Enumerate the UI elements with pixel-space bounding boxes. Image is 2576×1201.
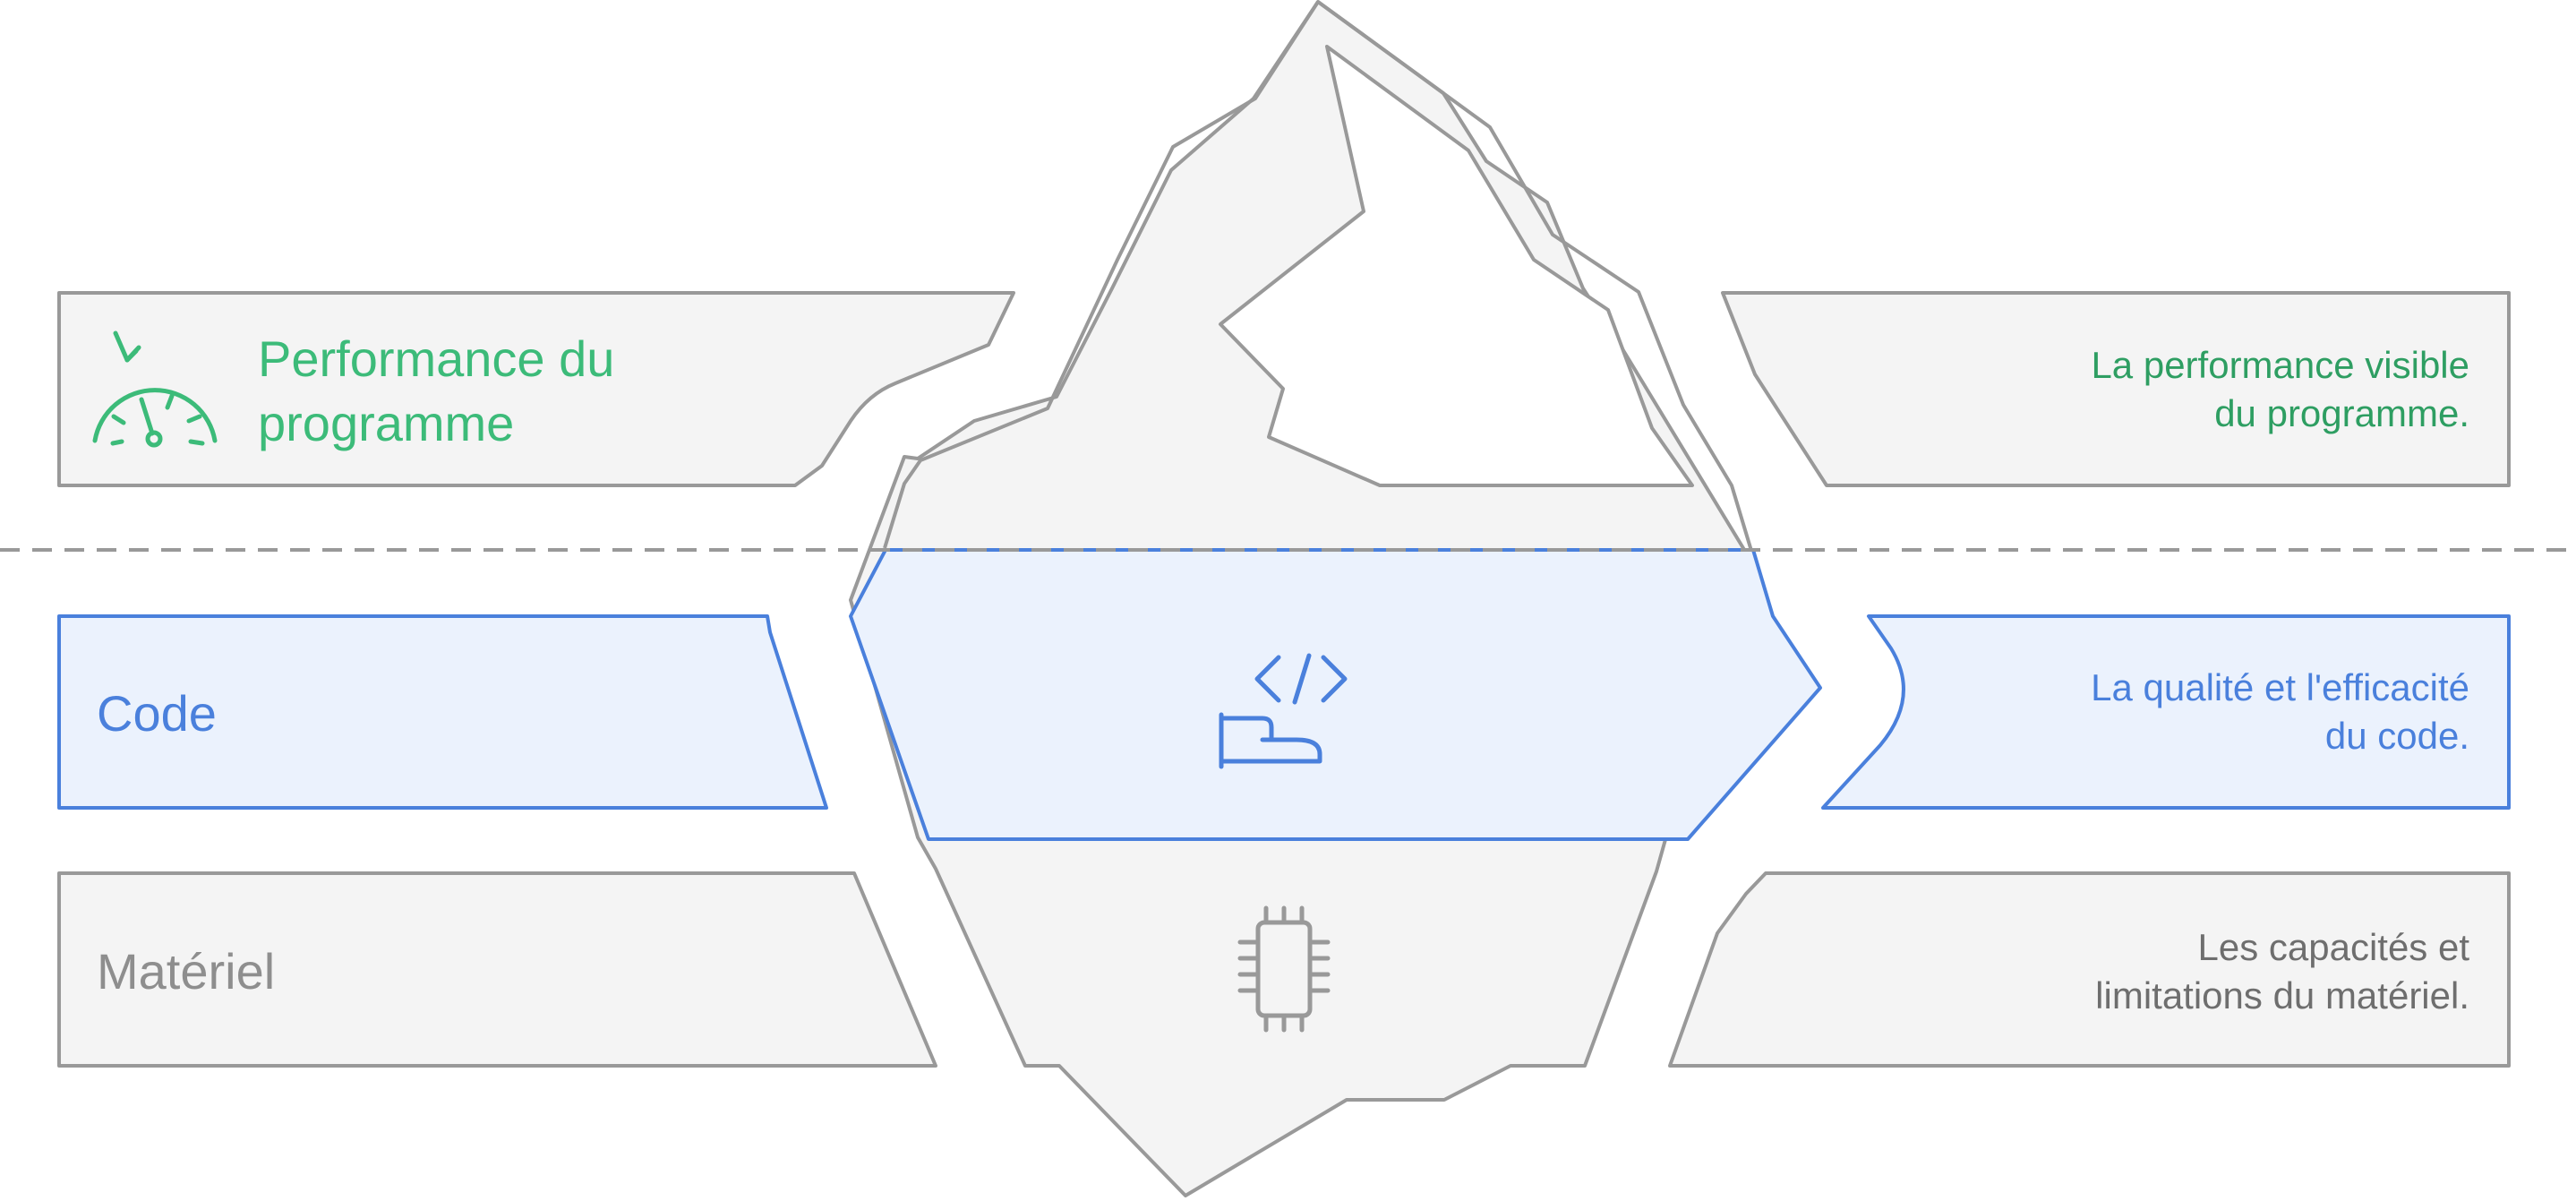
performance-title-line-1: Performance du — [258, 330, 614, 387]
performance-title-line-2: programme — [258, 395, 514, 451]
performance-description-line-1: La performance visible — [2091, 344, 2469, 386]
code-description-line-1: La qualité et l'efficacité — [2091, 666, 2469, 708]
speedometer-icon — [92, 330, 218, 448]
code-description-box — [1821, 614, 2511, 810]
performance-description-box — [1721, 291, 2511, 487]
code-title: Code — [97, 685, 217, 742]
hardware-description-line-2: limitations du matériel. — [2095, 974, 2469, 1017]
hardware-description-line-1: Les capacités et — [2197, 926, 2469, 968]
iceberg-snowcap-edge — [883, 0, 1320, 549]
hardware-title: Matériel — [97, 943, 275, 999]
code-title-box — [57, 614, 828, 810]
hardware-description-box — [1668, 871, 2511, 1068]
performance-description-line-2: du programme. — [2214, 392, 2469, 434]
chip-icon — [1237, 905, 1331, 1033]
iceberg-snowcap — [1219, 45, 1694, 487]
code-hand-icon — [1219, 653, 1348, 769]
performance-title-box — [57, 291, 1015, 487]
hardware-title-box — [57, 871, 937, 1068]
code-description-line-2: du code. — [2325, 715, 2469, 757]
iceberg-ridge-line — [1316, 0, 1753, 552]
iceberg-code-band — [849, 548, 1822, 841]
